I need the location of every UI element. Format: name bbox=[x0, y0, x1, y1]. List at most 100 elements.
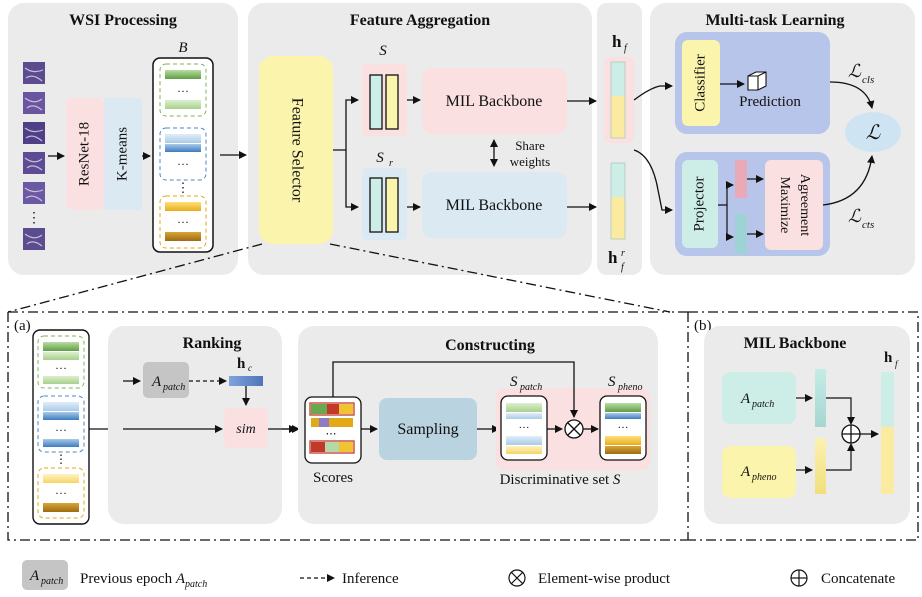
panel-b-title: MIL Backbone bbox=[744, 335, 847, 352]
sampling-label: Sampling bbox=[397, 421, 458, 438]
svg-text:···: ··· bbox=[55, 423, 67, 437]
svg-text:···: ··· bbox=[55, 486, 67, 500]
sr-set-box bbox=[362, 168, 407, 240]
svg-text:···: ··· bbox=[618, 422, 629, 434]
classifier-label: Classifier bbox=[692, 54, 708, 112]
svg-text:···: ··· bbox=[55, 361, 67, 375]
svg-text:···: ··· bbox=[519, 422, 530, 434]
hc-sub: c bbox=[248, 363, 252, 373]
legend-apatch-box-label: A bbox=[29, 568, 40, 584]
sim-box bbox=[224, 408, 268, 448]
spatch-stack: ··· bbox=[500, 395, 548, 461]
hf-vector bbox=[610, 61, 626, 139]
arrow-hf-to-projector bbox=[633, 149, 673, 214]
sr-sub: r bbox=[389, 158, 393, 169]
total-loss-ellipse bbox=[845, 112, 901, 152]
share-label-1: Share bbox=[515, 138, 545, 153]
feature-aggregation-panel: Feature Aggregation Feature Selector S S… bbox=[248, 3, 597, 275]
s-bar-1 bbox=[369, 74, 383, 130]
apatch-sub: patch bbox=[162, 382, 185, 393]
ranking-panel: Ranking A patch h c sim bbox=[108, 326, 282, 524]
bag-cluster-gold: ··· bbox=[159, 195, 207, 249]
embedding-column-panel: h f h r f bbox=[597, 3, 642, 275]
legend-apatch-box bbox=[22, 560, 68, 590]
constructing-title: Constructing bbox=[445, 337, 535, 354]
legend-concat-label: Concatenate bbox=[821, 571, 895, 587]
scores-stack: ⋯ bbox=[304, 396, 362, 464]
discriminative-set-label: Discriminative set S bbox=[500, 472, 621, 488]
svg-text:⋯: ⋯ bbox=[326, 428, 337, 440]
multitask-panel: Multi-task Learning Classifier Predictio… bbox=[650, 3, 915, 275]
sr-label: S bbox=[376, 150, 384, 166]
hf-label: h bbox=[612, 32, 622, 51]
arrow-pheno-to-concat bbox=[826, 443, 855, 471]
projector-label: Projector bbox=[691, 177, 707, 232]
panel-b-pheno-vector bbox=[815, 438, 826, 494]
loss-cls-label: ℒ bbox=[848, 61, 862, 81]
legend-product-icon bbox=[508, 569, 526, 587]
total-loss-label: ℒ bbox=[866, 122, 881, 144]
mil-backbone-top bbox=[422, 68, 567, 134]
feature-selector-box bbox=[259, 56, 333, 244]
arrow-projector-to-z2 bbox=[726, 205, 734, 241]
panel-b-mil-backbone: MIL Backbone h f A patch A pheno bbox=[704, 326, 910, 524]
hf-sub: f bbox=[624, 43, 628, 54]
arrow-selector-to-sr bbox=[345, 150, 359, 211]
wsi-processing-panel: WSI Processing ⋮ ResNet-18 K-means bbox=[8, 3, 238, 275]
sampling-box bbox=[379, 398, 477, 460]
prediction-cube-icon bbox=[747, 71, 767, 91]
element-wise-product-icon bbox=[564, 419, 584, 439]
kmeans-box bbox=[104, 98, 142, 210]
spheno-label: S bbox=[608, 374, 616, 390]
concatenate-icon bbox=[841, 424, 861, 444]
classifier-box bbox=[682, 40, 720, 126]
loss-cts-sub: cts bbox=[862, 219, 874, 231]
panel-b-hf-label: h bbox=[884, 350, 893, 366]
panel-b-apatch-box bbox=[722, 372, 796, 424]
svg-text:⋮: ⋮ bbox=[55, 452, 67, 466]
bag-cluster-blue: ··· bbox=[159, 127, 207, 181]
panel-b-apheno-sub: pheno bbox=[751, 472, 776, 483]
prediction-label: Prediction bbox=[739, 94, 801, 110]
panel-a-tag: (a) bbox=[14, 318, 31, 334]
wsi-ellipsis: ⋮ bbox=[27, 211, 41, 226]
projection-vector-1 bbox=[735, 160, 747, 198]
legend-product-label: Element-wise product bbox=[538, 571, 671, 587]
feature-selector-label: Feature Selector bbox=[288, 98, 305, 203]
legend-inference-label: Inference bbox=[342, 571, 399, 587]
apatch-box bbox=[143, 362, 189, 398]
spatch-sub: patch bbox=[519, 382, 542, 393]
ranking-title: Ranking bbox=[183, 335, 242, 352]
wsi-thumb-4 bbox=[23, 152, 45, 174]
wsi-title: WSI Processing bbox=[69, 12, 177, 29]
panel-b-apatch-label: A bbox=[740, 391, 751, 407]
mil-backbone-bottom bbox=[422, 172, 567, 238]
mil-top-label: MIL Backbone bbox=[446, 93, 543, 110]
wsi-thumb-6 bbox=[23, 228, 45, 250]
panel-b-hf-vector bbox=[881, 372, 894, 494]
arrow-scores-to-product bbox=[332, 361, 578, 418]
wsi-thumbnails: ⋮ bbox=[23, 62, 45, 250]
hfr-sup: r bbox=[621, 248, 625, 259]
feature-title: Feature Aggregation bbox=[350, 12, 490, 29]
arrow-patch-to-concat bbox=[826, 397, 855, 425]
spatch-label: S bbox=[510, 374, 518, 390]
kmeans-label: K-means bbox=[114, 127, 130, 181]
arrow-selector-to-s bbox=[333, 96, 359, 151]
arrow-hf-to-classifier bbox=[633, 82, 673, 101]
multitask-title: Multi-task Learning bbox=[705, 12, 844, 29]
hc-label: h bbox=[237, 356, 246, 372]
resnet-box bbox=[66, 98, 104, 210]
arrow-prediction-to-loss bbox=[829, 81, 875, 109]
panel-b-apatch-sub: patch bbox=[751, 399, 774, 410]
mil-bottom-label: MIL Backbone bbox=[446, 197, 543, 214]
sr-bar-1 bbox=[369, 177, 383, 233]
svg-text:···: ··· bbox=[177, 215, 189, 229]
resnet-label: ResNet-18 bbox=[76, 122, 92, 186]
panel-b-tag: (b) bbox=[694, 318, 712, 334]
loss-cls-sub: cls bbox=[862, 74, 874, 86]
s-label: S bbox=[379, 43, 387, 59]
legend-apatch-box-sub: patch bbox=[40, 576, 63, 587]
maximize-agreement-box bbox=[765, 160, 823, 250]
spheno-sub: pheno bbox=[617, 382, 642, 393]
